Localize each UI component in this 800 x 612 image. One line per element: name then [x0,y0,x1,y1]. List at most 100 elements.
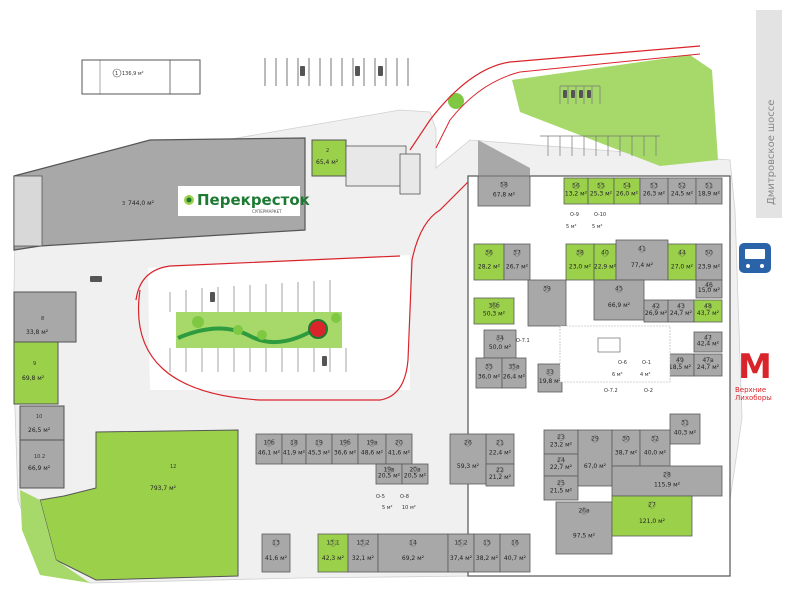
unit-marker [496,439,504,447]
unit-marker [368,439,376,447]
unit-9[interactable] [13,341,59,405]
unit-15-2[interactable] [447,533,475,573]
unit-number: 30 [622,436,630,443]
svg-text:793,7 м²: 793,7 м² [150,485,177,492]
unit-56[interactable] [563,177,589,205]
unit-area: 37,4 м² [450,555,473,562]
unit-26а[interactable] [555,501,613,555]
unit-2[interactable] [311,139,347,177]
unit-47[interactable] [693,331,723,353]
unit-area: 23,0 м² [569,263,592,270]
unit-32[interactable] [639,429,671,467]
unit-marker [557,457,565,464]
unit-number: 26а [578,508,590,515]
unit-58[interactable] [477,175,531,207]
unit-marker [464,439,472,447]
unit-marker [705,182,713,190]
unit-area: 41,6 м² [388,449,411,456]
unit-36б[interactable] [473,297,515,325]
unit-39[interactable] [527,279,567,327]
unit-13[interactable] [261,533,291,573]
service-room-label: 10 м² [402,505,416,511]
unit-38[interactable] [565,243,595,281]
unit-19б[interactable] [331,433,359,465]
unit-number: 26 [464,440,472,447]
service-room-label: О-9 [570,212,579,218]
unit-number: 28 [663,472,671,479]
unit-marker [704,303,712,310]
unit-52[interactable] [667,177,697,205]
unit-37[interactable] [503,243,531,281]
unit-area: 50,3 м² [483,311,506,318]
unit-19[interactable] [305,433,333,465]
unit-area: 28,2 м² [478,263,501,270]
unit-53[interactable] [639,177,669,205]
unit-marker [651,435,659,443]
unit-number: 58 [500,182,508,189]
unit-22[interactable] [485,463,515,487]
unit-number: 46 [705,282,713,289]
unit-35[interactable] [475,357,503,389]
unit-26[interactable] [449,433,487,485]
unit-34[interactable] [483,329,517,359]
unit-27[interactable] [611,495,693,537]
svg-text:69,8 м²: 69,8 м² [22,375,45,382]
unit-area: 22,9 м² [594,263,617,270]
unit-30[interactable] [611,429,641,467]
unit-number: 36 [485,250,493,257]
road-name: Дмитровское шоссе [766,100,777,205]
unit-marker [678,249,686,257]
unit-marker [622,435,630,443]
unit-46[interactable] [695,279,723,299]
unit-marker [290,439,298,447]
service-room-label: О-1 [642,360,651,366]
unit-16[interactable] [499,533,531,573]
unit-14[interactable] [377,533,449,573]
unit-number: 13.2 [356,540,370,547]
unit-20[interactable] [385,433,413,465]
bus-icon[interactable] [739,243,771,273]
unit-marker [638,245,646,253]
unit-29[interactable] [577,429,613,487]
unit-area: 20,5 м² [404,473,427,480]
unit-area: 45,3 м² [308,449,331,456]
brand-name: Перекресток [197,191,310,209]
fountain-icon [308,319,328,339]
unit-area: 97,5 м² [573,532,596,539]
unit-area: 22,4 м² [489,449,512,456]
unit-35а[interactable] [501,357,527,389]
unit-36[interactable] [473,243,505,281]
unit-48[interactable] [693,299,723,323]
unit-marker [663,471,671,479]
unit-47а[interactable] [693,353,723,377]
unit-number: 16 [511,540,519,547]
svg-text:26,5 м²: 26,5 м² [28,427,51,434]
unit-area: 22,7 м² [550,464,573,471]
unit-31[interactable] [669,413,701,445]
unit-50[interactable] [695,243,723,281]
svg-text:12: 12 [170,464,176,470]
unit-54[interactable] [613,177,641,205]
unit-marker [385,466,393,474]
unit-area: 26,9 м² [645,310,668,317]
unit-20а[interactable] [401,463,429,485]
unit-number: 54 [623,182,631,189]
service-room-label: О-2 [644,388,653,394]
unit-13-2[interactable] [347,533,379,573]
metro-icon[interactable]: М [738,347,772,387]
unit-marker [395,439,403,447]
unit-13-1[interactable] [317,533,349,573]
unit-21[interactable] [485,433,515,465]
svg-text:33,8 м²: 33,8 м² [26,329,49,336]
unit-number: 55 [597,182,605,189]
service-room-label: О-7.1 [516,338,530,344]
service-room-label: 5 м² [592,224,603,230]
unit-area: 40,7 м² [504,555,527,562]
unit-33[interactable] [537,363,563,393]
unit-area: 38,2 м² [476,555,499,562]
unit-marker [510,363,518,371]
unit-marker [409,539,417,547]
unit-51[interactable] [695,177,723,205]
unit-15[interactable] [473,533,501,573]
